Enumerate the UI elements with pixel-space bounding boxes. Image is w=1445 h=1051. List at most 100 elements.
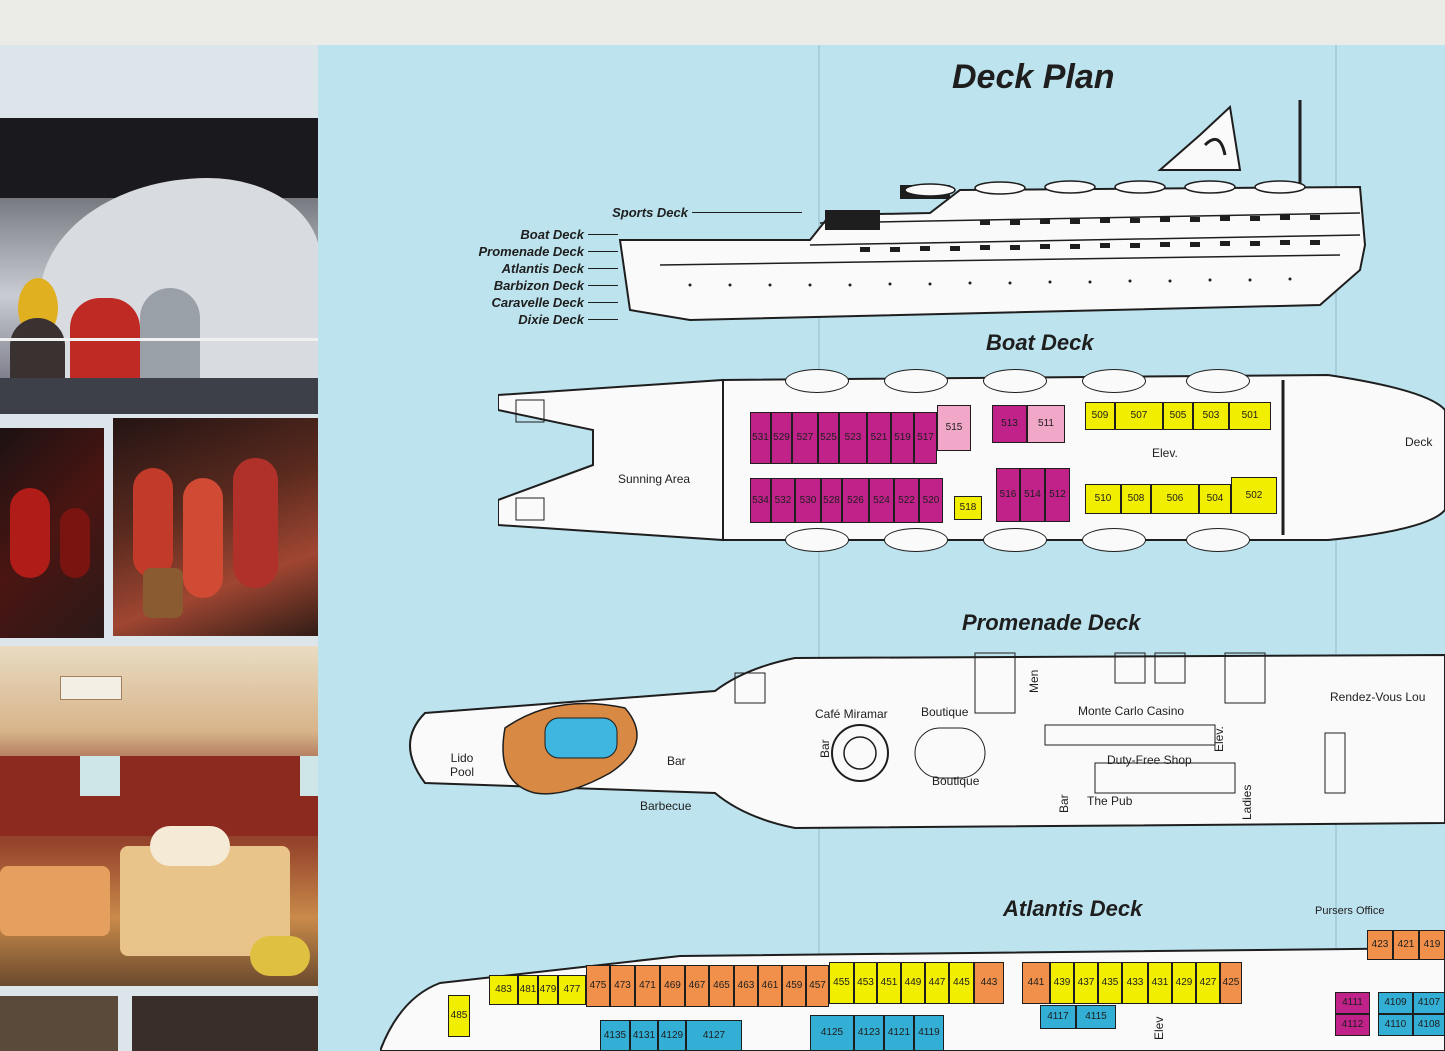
lifeboat — [983, 528, 1047, 552]
leader-line — [588, 285, 618, 286]
cabin-interior-photo — [0, 646, 340, 986]
cabin: 502 — [1231, 477, 1277, 514]
cabin: 4135 — [600, 1020, 630, 1051]
leader-line — [588, 268, 618, 269]
cabin: 459 — [782, 965, 806, 1007]
cabin: 519 — [891, 412, 914, 464]
elevator-label: Elev. — [1212, 726, 1226, 752]
cabin: 435 — [1098, 962, 1122, 1004]
cabin: 439 — [1050, 962, 1074, 1004]
sunning-area-label: Sunning Area — [618, 472, 691, 486]
cabin: 524 — [869, 478, 894, 523]
cabin: 475 — [586, 965, 610, 1007]
cabin: 4111 — [1335, 992, 1370, 1014]
cabin: 516 — [996, 468, 1020, 522]
band-photo-left — [0, 428, 104, 638]
cabin: 427 — [1196, 962, 1220, 1004]
cabin: 423 — [1367, 930, 1393, 960]
boat-deck-title: Boat Deck — [986, 330, 1094, 355]
lifeboat — [1082, 369, 1146, 393]
lifeboat — [785, 528, 849, 552]
cabin: 4125 — [810, 1015, 854, 1051]
cabin: 4108 — [1413, 1014, 1445, 1036]
cabin: 469 — [660, 965, 685, 1007]
lifeboat — [785, 369, 849, 393]
cabin: 473 — [610, 965, 635, 1007]
bar-label: Bar — [667, 754, 686, 768]
profile-label-barbizon: Barbizon Deck — [493, 278, 584, 293]
boutique-top-label: Boutique — [921, 705, 969, 719]
cabin: 419 — [1419, 930, 1445, 960]
cabin: 508 — [1121, 484, 1151, 514]
boat-deck-outline — [498, 373, 1445, 542]
cabin: 529 — [771, 412, 792, 464]
fold-line — [1335, 45, 1337, 1051]
cabin: 447 — [925, 962, 949, 1004]
leader-line — [588, 234, 618, 235]
cabin: 453 — [854, 962, 877, 1004]
top-paper-strip — [0, 0, 1445, 45]
cabin: 522 — [894, 478, 919, 523]
pursers-office-label: Pursers Office — [1315, 905, 1385, 917]
lifeboat — [1082, 528, 1146, 552]
profile-label-sports: Sports Deck — [612, 205, 688, 220]
lifeboat — [884, 369, 948, 393]
cabin: 429 — [1172, 962, 1196, 1004]
cabin: 518 — [954, 496, 982, 520]
cabin: 525 — [818, 412, 839, 464]
cabin: 425 — [1220, 962, 1242, 1004]
cabin: 4110 — [1378, 1014, 1413, 1036]
cabin: 485 — [448, 995, 470, 1037]
cabin: 461 — [758, 965, 782, 1007]
profile-label-promenade: Promenade Deck — [478, 244, 585, 259]
cabin: 506 — [1151, 484, 1199, 514]
cabin: 455 — [829, 962, 854, 1004]
cabin: 4117 — [1040, 1005, 1076, 1029]
cabin: 504 — [1199, 484, 1231, 514]
cabin: 4121 — [884, 1015, 914, 1051]
cabin: 477 — [558, 975, 586, 1005]
barbecue-label: Barbecue — [640, 799, 692, 813]
cabin: 479 — [538, 975, 558, 1005]
cabin: 465 — [709, 965, 734, 1007]
cabin: 517 — [914, 412, 937, 464]
cabin: 513 — [992, 405, 1027, 443]
lifeboat — [884, 528, 948, 552]
casino-label: Monte Carlo Casino — [1078, 704, 1185, 718]
cabin: 515 — [937, 405, 971, 451]
lido-pool-label: Lido Pool — [449, 751, 475, 779]
cafe-miramar-label: Café Miramar — [815, 707, 888, 721]
cabin: 449 — [901, 962, 925, 1004]
leader-line — [588, 319, 618, 320]
promenade-deck-outline — [409, 652, 1445, 830]
cabin: 481 — [518, 975, 538, 1005]
cabin: 520 — [919, 478, 943, 523]
photo-bottom-left — [0, 996, 118, 1051]
men-label: Men — [1027, 669, 1041, 693]
lifeboat — [983, 369, 1047, 393]
profile-label-boat: Boat Deck — [520, 227, 584, 242]
elevator-label: Elev — [1152, 1016, 1166, 1040]
cabin: 501 — [1229, 402, 1271, 430]
cabin: 451 — [877, 962, 901, 1004]
cabin: 511 — [1027, 405, 1065, 443]
cabin: 530 — [795, 478, 821, 523]
cabin: 514 — [1020, 468, 1045, 522]
cabin: 483 — [489, 975, 518, 1005]
cabin: 528 — [821, 478, 842, 523]
atlantis-deck-title: Atlantis Deck — [1003, 896, 1143, 921]
ship-silhouette — [618, 100, 1367, 322]
cabin: 467 — [685, 965, 709, 1007]
band-photo-right — [113, 418, 333, 636]
cabin: 4119 — [914, 1015, 944, 1051]
cabin: 4129 — [658, 1020, 686, 1051]
profile-label-caravelle: Caravelle Deck — [491, 295, 584, 310]
leader-line — [588, 302, 618, 303]
cabin: 471 — [635, 965, 660, 1007]
cabin: 4115 — [1076, 1005, 1116, 1029]
cabin: 512 — [1045, 468, 1070, 522]
cabin: 441 — [1022, 962, 1050, 1004]
cabin: 445 — [949, 962, 974, 1004]
cabin: 4112 — [1335, 1014, 1370, 1036]
promenade-deck-title: Promenade Deck — [962, 610, 1141, 635]
